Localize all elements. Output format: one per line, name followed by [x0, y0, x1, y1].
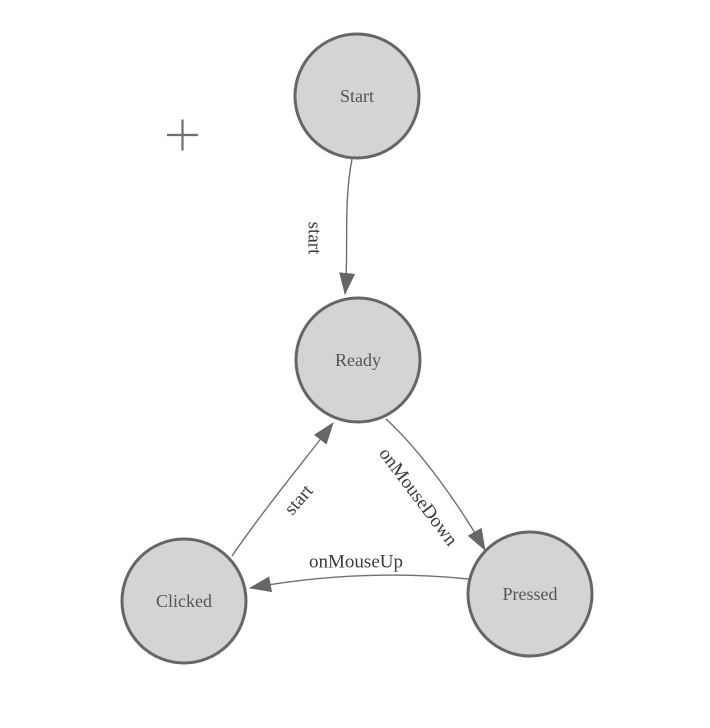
transition-clicked-to-ready[interactable]: start [231, 422, 334, 557]
transition-pressed-to-clicked[interactable]: onMouseUp [249, 552, 470, 593]
state-node-start[interactable]: Start [293, 32, 421, 160]
transition-line[interactable] [385, 418, 486, 551]
state-circle[interactable] [466, 530, 594, 658]
transition-line[interactable] [249, 574, 470, 593]
transition-label: start [304, 222, 325, 255]
state-node-clicked[interactable]: Clicked [120, 537, 248, 665]
transition-line[interactable] [339, 158, 356, 295]
crosshair-cursor-icon [167, 119, 198, 151]
state-node-pressed[interactable]: Pressed [466, 530, 594, 658]
state-node-ready[interactable]: Ready [294, 296, 422, 424]
transition-label: onMouseUp [309, 552, 403, 573]
transition-label: start [280, 480, 318, 519]
state-circle[interactable] [120, 537, 248, 665]
state-circle[interactable] [294, 296, 422, 424]
transition-line[interactable] [231, 422, 334, 557]
transition-start-to-ready[interactable]: start [304, 158, 356, 295]
transition-ready-to-pressed[interactable]: onMouseDown [374, 418, 486, 551]
state-circle[interactable] [293, 32, 421, 160]
transition-label: onMouseDown [374, 444, 462, 551]
